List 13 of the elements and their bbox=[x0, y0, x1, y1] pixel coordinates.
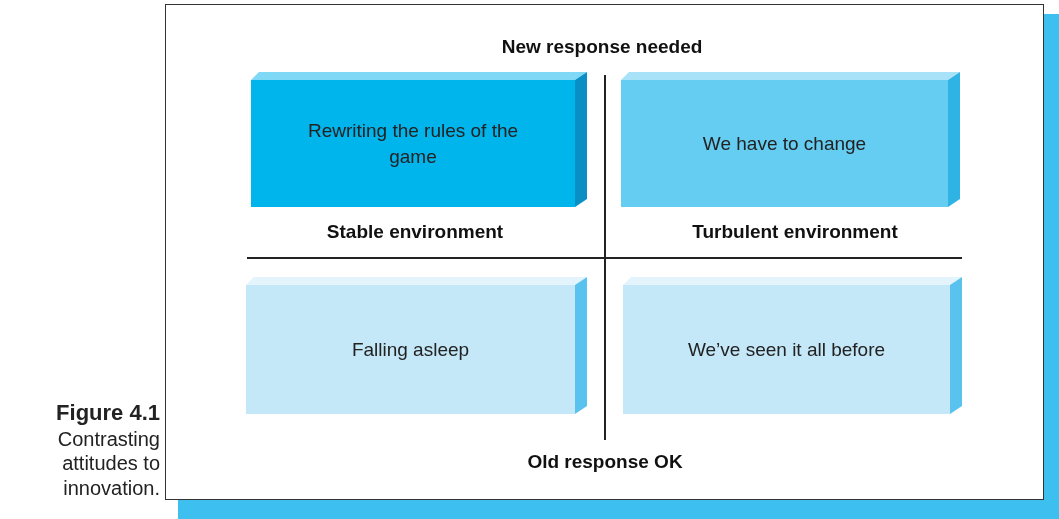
axis-label: Turbulent environment bbox=[692, 221, 898, 243]
box-text: Falling asleep bbox=[351, 337, 470, 362]
axis-label: New response needed bbox=[501, 36, 703, 58]
bevelled-box bbox=[621, 72, 960, 207]
bevelled-box bbox=[246, 277, 587, 414]
bevelled-box bbox=[251, 72, 587, 207]
box-text: We have to change bbox=[702, 131, 867, 156]
bevelled-box bbox=[623, 277, 962, 414]
figure-caption: Figure 4.1 Contrasting attitudes to innovation. bbox=[55, 400, 160, 500]
box-text: We’ve seen it all before bbox=[687, 337, 886, 362]
axis-label: Old response OK bbox=[527, 451, 683, 473]
box-text: Rewriting the rules of the game bbox=[306, 118, 520, 169]
axis-label: Stable environment bbox=[326, 221, 504, 243]
